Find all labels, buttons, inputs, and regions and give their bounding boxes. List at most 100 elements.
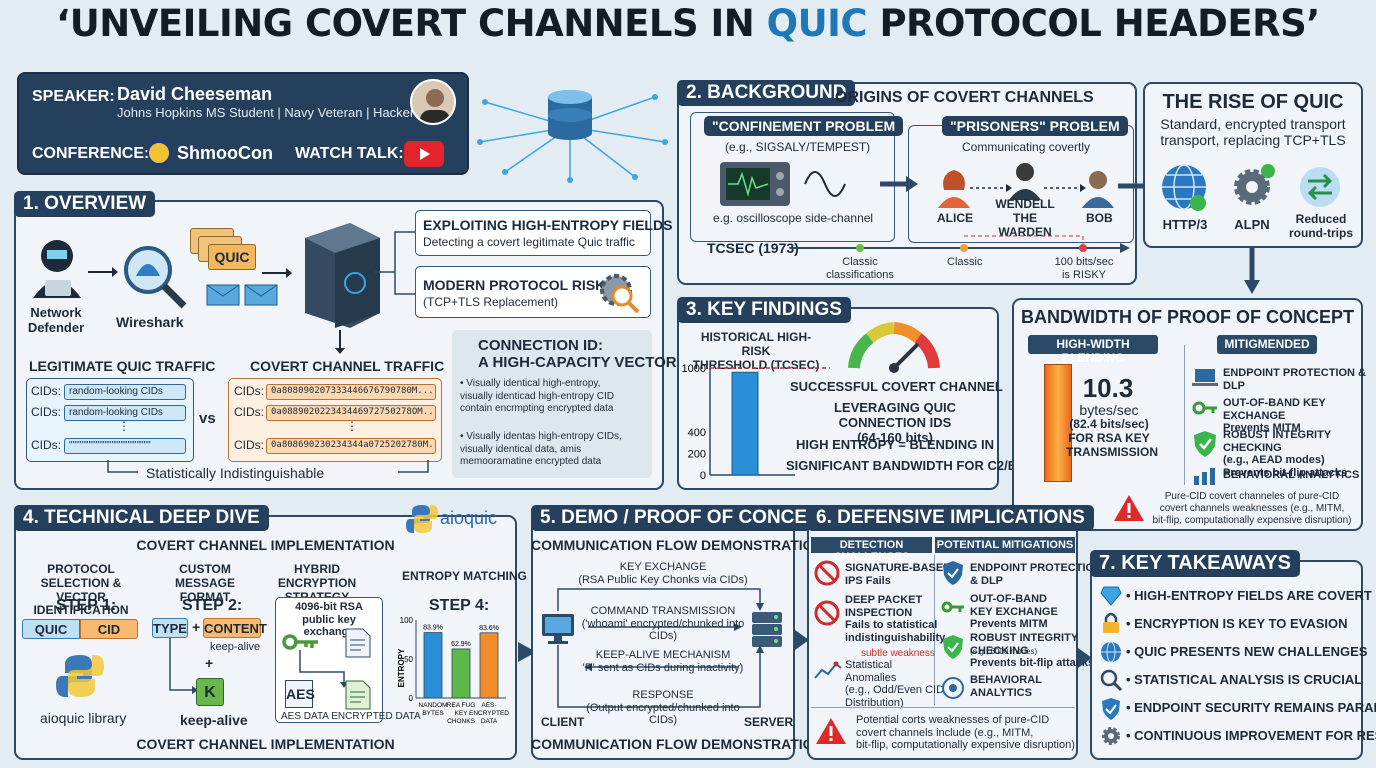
laptop-icon — [1192, 369, 1218, 386]
connection-id-card — [452, 330, 652, 478]
cid-label: CIDs: — [31, 405, 61, 419]
timeline — [790, 235, 1130, 253]
cid-card-title: CONNECTION ID: — [478, 337, 603, 354]
gear-search-icon — [600, 274, 640, 314]
plus-label: + — [205, 655, 214, 671]
mitigation-item: OUT-OF-BAND KEY EXCHANGE Prevents MITM — [1223, 397, 1326, 435]
warden-icon — [1009, 163, 1041, 200]
entropy-bar — [479, 632, 499, 699]
confinement-box — [690, 112, 895, 242]
bar-category-label: DATA — [481, 718, 498, 725]
impl-bottom: COVERT CHANNEL IMPLEMENTATION — [136, 736, 395, 752]
rise-text: Standard, encrypted transport transport,… — [1160, 116, 1346, 149]
step-caption: CUSTOM MESSAGE FORMAT — [174, 562, 235, 604]
bar-category-label: AES- — [481, 702, 496, 709]
mitigation-item: ENDPOINT PROTECTION & DLP — [970, 562, 1103, 587]
detection-item: SIGNATURE-BASED IPS Fails — [845, 562, 952, 587]
cid-card-bullet: • Visually identical high-entropy, visua… — [460, 378, 614, 414]
warden-label: WENDELL THE WARDEN — [995, 197, 1055, 239]
quic-segment: QUIC — [22, 619, 80, 639]
finding-line: HIGH ENTROPY = BLENDING IN — [795, 437, 995, 452]
globe-icon — [1101, 641, 1121, 663]
behavior-analytics-icon — [942, 677, 964, 699]
page-title: ‘UNVEILING COVERT CHANNELS IN QUIC PROTO… — [56, 2, 1320, 45]
flow-step: KEY EXCHANGE (RSA Public Key Chonks via … — [578, 561, 748, 586]
y-tick-label: 0 — [700, 470, 706, 482]
y-tick-label: 1000 — [682, 363, 706, 375]
python-logo-icon — [406, 505, 438, 533]
python-logo-icon — [56, 655, 104, 697]
alice-icon — [938, 170, 970, 208]
step-label: STEP 1: — [56, 597, 117, 614]
server-label: SERVER — [744, 715, 794, 729]
bar-value-label: 83.9% — [423, 625, 443, 632]
rise-icon-label: ALPN — [1234, 217, 1270, 232]
cid-value: """"""""""""""""""""""" — [64, 438, 186, 454]
finding-line: LEVERAGING QUIC CONNECTION IDS (64-160 b… — [833, 400, 957, 445]
finding-line: SIGNIFICANT BANDWIDTH FOR C2/EXFIL — [786, 458, 1045, 473]
mitigation-item: BEHAVIORAL ANALYTICS — [1223, 469, 1360, 481]
lock-icon — [1103, 612, 1119, 633]
step-label: STEP 4: — [429, 597, 490, 614]
bar — [731, 371, 759, 476]
bar-category-label: BYTES — [422, 710, 444, 717]
y-axis-label: ENTROPY — [397, 648, 406, 687]
gear-icon — [1234, 164, 1275, 205]
bar-value-label: 62.9% — [451, 641, 471, 648]
cid-label: CIDs: — [234, 384, 264, 398]
detection-item: Statistical Anomalies (e.g., Odd/Even CI… — [845, 659, 945, 709]
bandwidth-warning: Pure-CID covert channeles of pure-CID co… — [1152, 491, 1352, 526]
library-label: aioquic library — [40, 710, 127, 726]
keepalive-label: keep-alive — [180, 712, 248, 728]
warning-icon — [816, 718, 846, 744]
takeaway-item: • HIGH-ENTROPY FIELDS ARE COVERT GOLD — [1126, 588, 1376, 603]
document-icon — [345, 680, 371, 710]
ellipsis: ⋮ — [118, 419, 130, 433]
bar-value-label: 83.6% — [479, 625, 499, 632]
mitigation-item: (e.g., 6000 modes) — [970, 647, 1038, 656]
vs-label: vs — [199, 410, 216, 427]
bob-icon — [1082, 171, 1114, 208]
connector-line — [375, 231, 415, 295]
bar-category-label: NANDOM — [419, 702, 448, 709]
demo-top-title: COMMUNICATION FLOW DEMONSTRATION — [531, 537, 824, 553]
cid-label: CIDs: — [31, 438, 61, 452]
server-icon — [305, 223, 380, 328]
plus-label: + — [192, 619, 201, 635]
takeaway-item: • STATISTICAL ANALYSIS IS CRUCIAL — [1126, 672, 1363, 687]
key-icon — [282, 634, 318, 650]
timeline-label: Classic — [947, 256, 983, 268]
flow-step: COMMAND TRANSMISSION ('whoami' encrypted… — [581, 605, 745, 643]
cid-value: random-looking CIDs — [64, 405, 186, 421]
bar-category-label: CHONKS — [447, 718, 475, 725]
oscilloscope-icon — [720, 162, 846, 206]
defense-warning: Potential corts weaknesses of pure-CID c… — [856, 714, 1075, 752]
arrow-icon — [262, 268, 292, 278]
defense-column-header: DETECTION CHALLENGES — [811, 537, 932, 563]
bandwidth-title: BANDWIDTH OF PROOF OF CONCEPT — [1021, 307, 1354, 327]
wireshark-label: Wireshark — [116, 314, 184, 330]
mitigation-item: ROBUST INTEGRITY CHECKING — [970, 632, 1079, 657]
bandwidth-tag: MITIGMENDED — [1217, 335, 1317, 354]
divider — [811, 707, 1075, 708]
oscilloscope-caption: e.g. oscilloscope side-channel — [713, 211, 874, 225]
cid-card-title: A HIGH-CAPACITY VECTOR — [478, 354, 677, 371]
y-tick-label: 50 — [404, 655, 413, 664]
rsa-label: 4096-bit RSA public key exchange — [295, 601, 363, 639]
watch-label: WATCH TALK: — [295, 145, 404, 162]
timeline-label: 100 bits/sec is RISKY — [1054, 256, 1114, 281]
rise-of-quic-panel — [1143, 82, 1363, 248]
timeline-label: Classic classifications — [826, 256, 894, 281]
globe-icon — [1162, 164, 1206, 211]
key-icon — [941, 601, 964, 613]
covert-traffic-title: COVERT CHANNEL TRAFFIC — [250, 358, 445, 374]
background-header: 2. BACKGROUND — [677, 80, 856, 106]
speaker-name: David Cheeseman — [117, 84, 273, 104]
bandwidth-tag: HIGH-WIDTH BLENDING — [1028, 335, 1158, 365]
mitigation-item: OUT-OF-BAND KEY EXCHANGE Prevents MITM — [970, 593, 1058, 631]
card-text: Detecting a covert legitimate Quic traff… — [423, 235, 635, 249]
client-monitor-icon — [542, 614, 574, 644]
youtube-play-button[interactable] — [404, 141, 444, 167]
confinement-example: (e.g., SIGSALY/TEMPEST) — [725, 140, 871, 154]
